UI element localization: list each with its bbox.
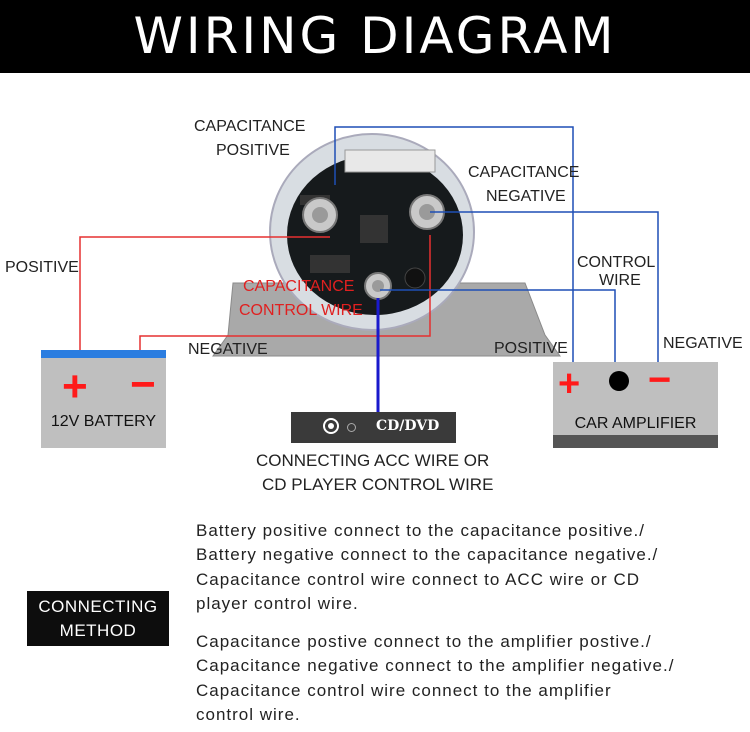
battery-stripe [41, 350, 166, 358]
instruction-line: control wire. [196, 705, 301, 725]
label-capacitance-negative-2: NEGATIVE [486, 188, 566, 205]
instruction-line: player control wire. [196, 594, 359, 614]
label-capacitance-positive-2: POSITIVE [216, 142, 290, 159]
head-unit-caption-1: CONNECTING ACC WIRE OR [256, 451, 490, 470]
connecting-method-title: CONNECTING METHOD [27, 595, 169, 643]
capacitor-device [212, 133, 561, 357]
label-battery-negative: NEGATIVE [188, 341, 268, 358]
instructions-block-2: Capacitance postive connect to the ampli… [196, 630, 674, 728]
head-unit-label: CD/DVD [376, 418, 440, 434]
head-unit-caption-2: CD PLAYER CONTROL WIRE [262, 475, 494, 494]
amplifier-plus-symbol: + [558, 363, 581, 405]
label-amp-negative: NEGATIVE [663, 335, 743, 352]
connecting-method-title-2: METHOD [59, 621, 137, 640]
instruction-line: Capacitance postive connect to the ampli… [196, 632, 652, 651]
instructions-block-1: Battery positive connect to the capacita… [196, 519, 658, 617]
label-amp-positive: POSITIVE [494, 340, 568, 357]
instruction-line: Battery positive connect to the capacita… [196, 521, 646, 540]
head-unit-knob-dot-icon [328, 423, 334, 429]
amplifier-control-dot [609, 371, 629, 391]
amp-negative-wire [430, 211, 659, 362]
battery-plus-symbol: + [62, 362, 88, 411]
label-capacitance-control-2: CONTROL WIRE [239, 302, 363, 319]
battery-negative-wire [139, 235, 431, 350]
amplifier-label: CAR AMPLIFIER [574, 415, 697, 432]
instruction-line: Capacitance control wire connect to ACC … [196, 569, 640, 589]
label-capacitance-negative-1: CAPACITANCE [468, 164, 580, 181]
connecting-method-badge [27, 591, 169, 646]
label-battery-positive: POSITIVE [5, 259, 79, 276]
page-title: WIRING DIAGRAM [133, 7, 617, 65]
amp-positive-wire [334, 126, 574, 362]
battery-positive-wire [79, 236, 330, 350]
amplifier-base [553, 435, 718, 448]
label-control-wire-2: WIRE [599, 272, 641, 289]
battery-body [41, 358, 166, 448]
label-capacitance-control-1: CAPACITANCE [243, 278, 355, 295]
head-unit-button-icon [347, 423, 356, 432]
amp-control-wire [380, 289, 616, 370]
head-unit-knob-icon [323, 418, 339, 434]
label-capacitance-positive-1: CAPACITANCE [194, 118, 306, 135]
capacitor-display [344, 149, 436, 173]
battery-minus-symbol: − [130, 360, 156, 409]
instruction-line: Capacitance negative connect to the ampl… [196, 656, 675, 676]
head-unit [291, 412, 456, 443]
battery-label: 12V BATTERY [50, 413, 157, 430]
amplifier-minus-symbol: − [648, 358, 672, 402]
instruction-line: Battery negative connect to the capacita… [196, 545, 659, 565]
amplifier-body [553, 362, 718, 435]
connecting-method-title-1: CONNECTING [38, 597, 158, 616]
instruction-line: Capacitance control wire connect to the … [196, 680, 612, 700]
header-bar [0, 0, 750, 73]
label-control-wire-1: CONTROL [577, 254, 656, 271]
